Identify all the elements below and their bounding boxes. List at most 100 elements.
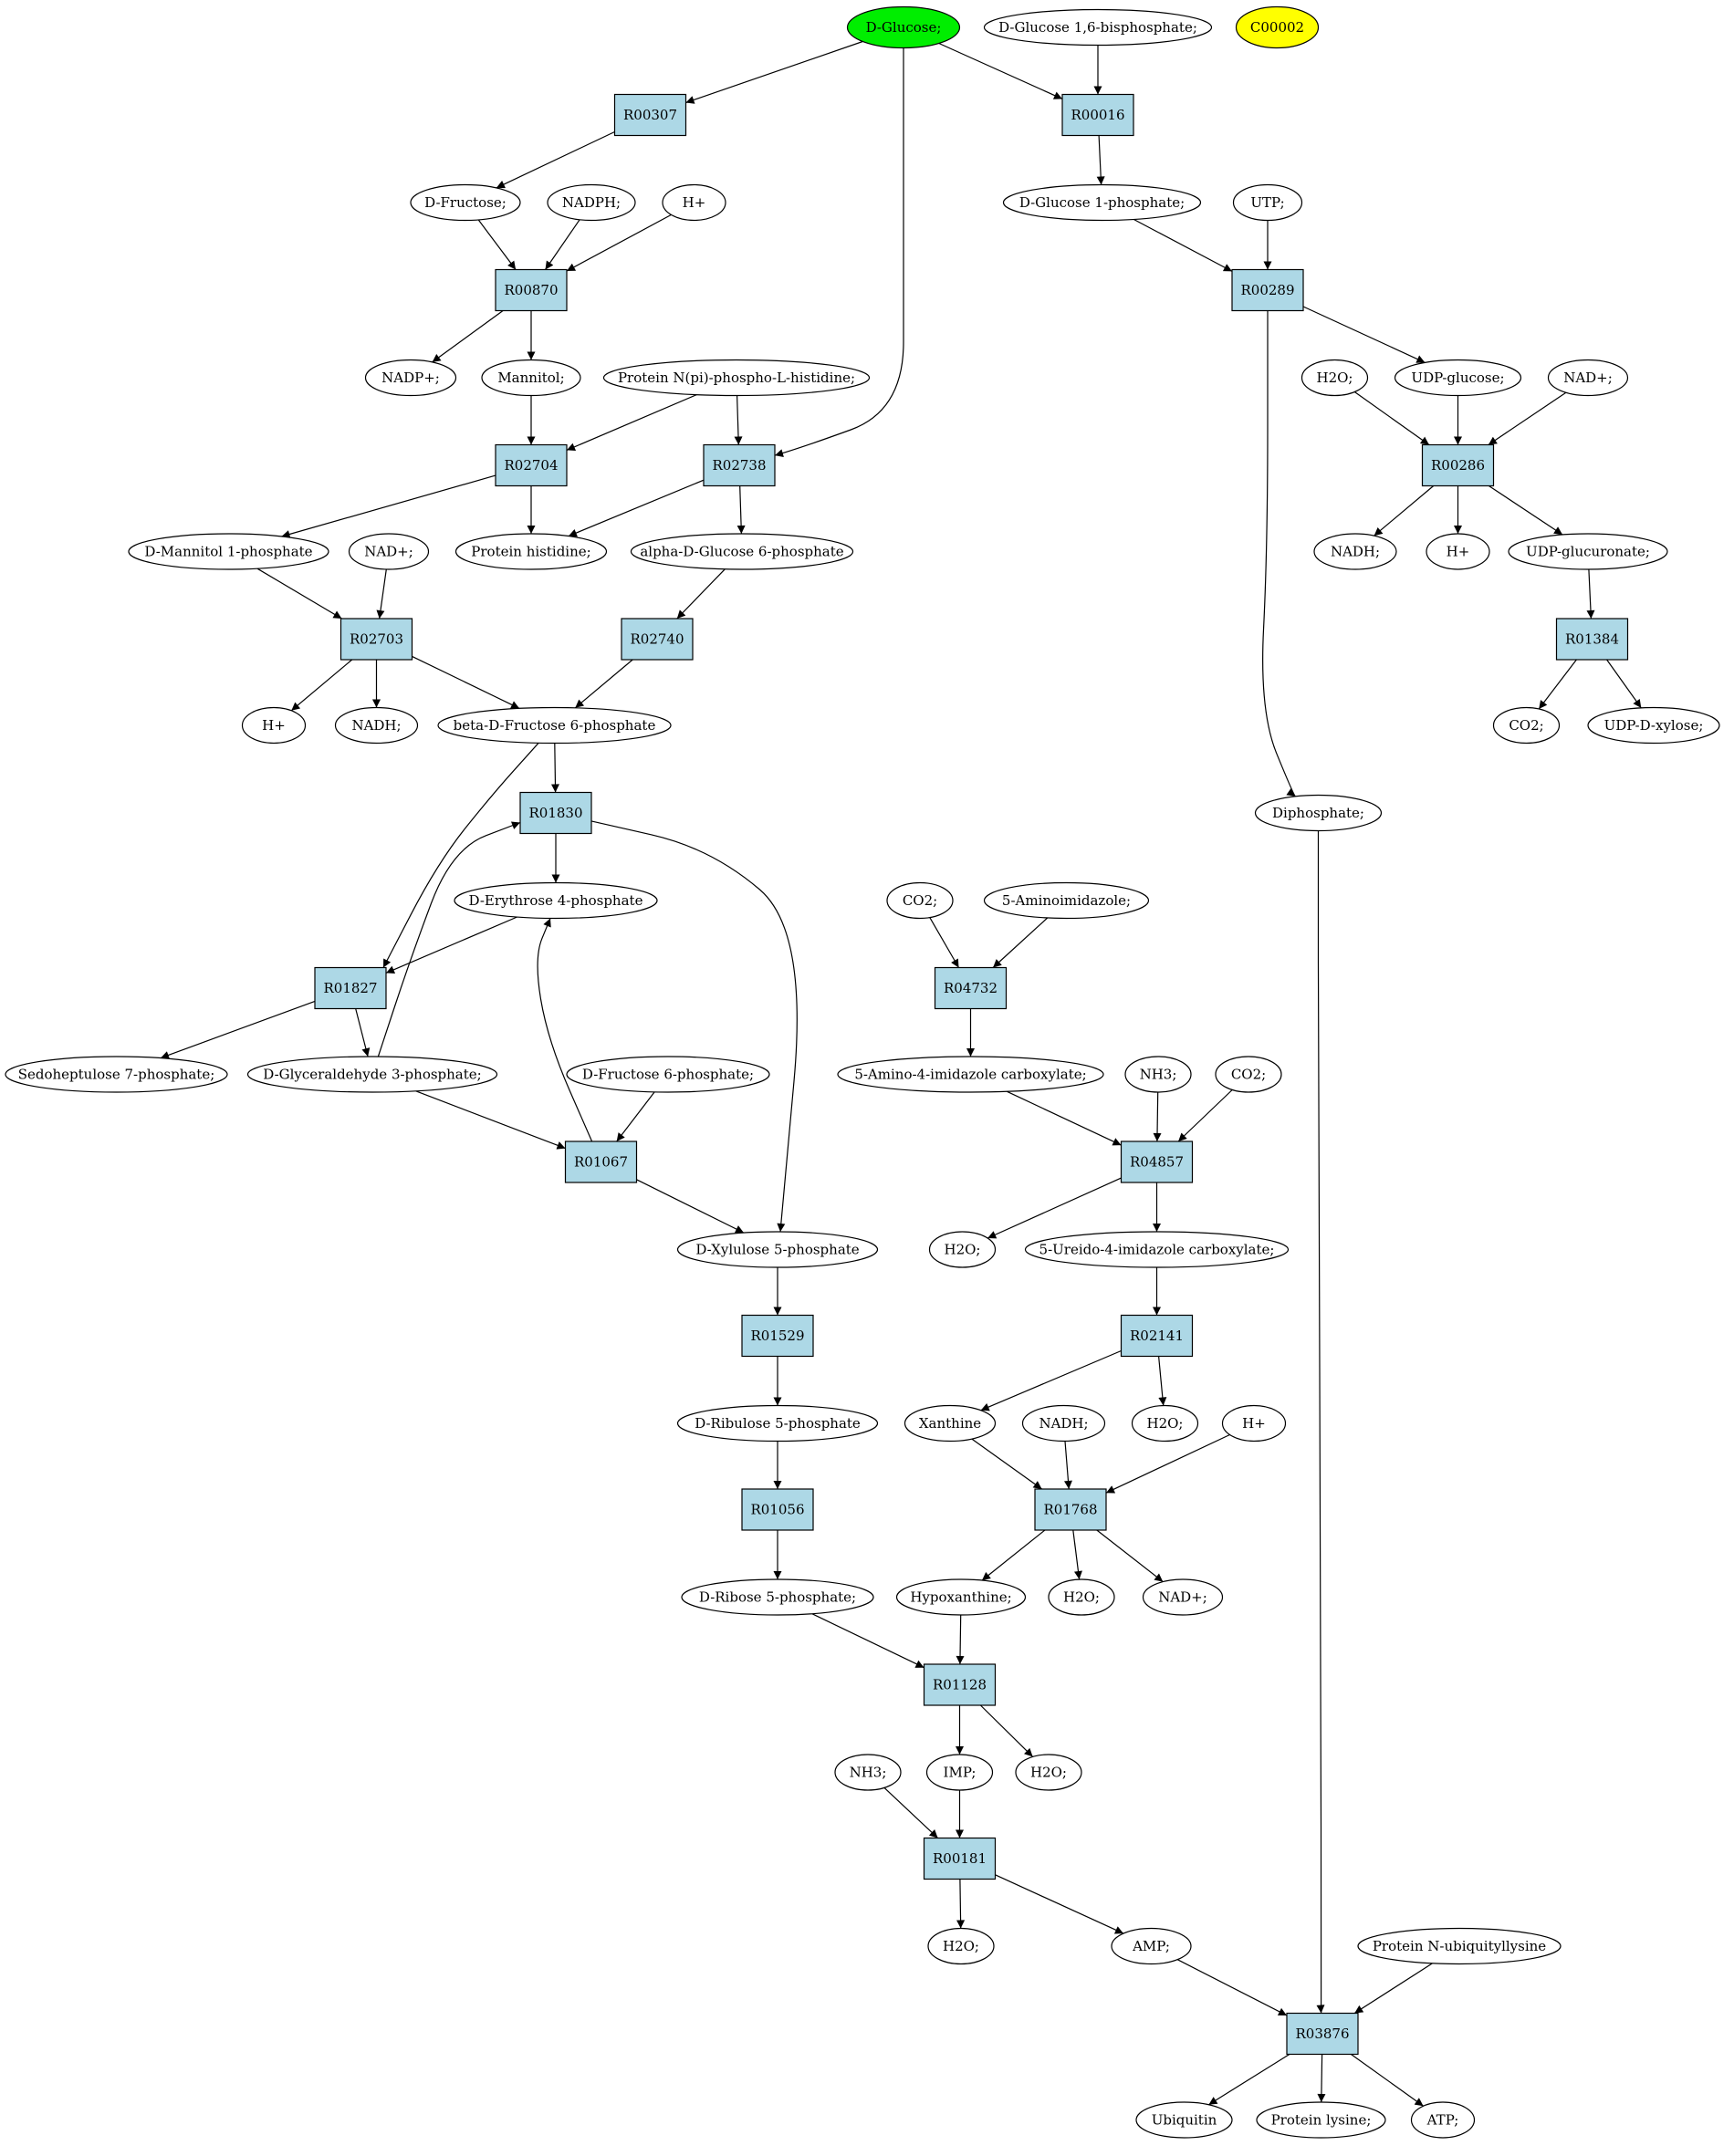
metabolite-node-m_h_4[interactable]: H+ — [1221, 1404, 1287, 1443]
metabolite-node-m_co2_1[interactable]: CO2; — [1492, 706, 1561, 745]
metabolite-ellipse — [1410, 2101, 1476, 2139]
metabolite-node-m_imp[interactable]: IMP; — [925, 1754, 994, 1791]
metabolite-node-m_dg3p[interactable]: D-Glyceraldehyde 3-phosphate; — [246, 1056, 498, 1093]
reaction-node-r_R01384[interactable]: R01384 — [1555, 618, 1629, 661]
metabolite-node-m_h_1[interactable]: H+ — [662, 183, 726, 222]
reaction-node-r_R01128[interactable]: R01128 — [923, 1663, 997, 1706]
metabolite-node-m_mannitol[interactable]: Mannitol; — [481, 359, 581, 397]
metabolite-node-m_dru5p[interactable]: D-Ribulose 5-phosphate — [676, 1404, 879, 1443]
metabolite-node-m_hypoxanthine[interactable]: Hypoxanthine; — [895, 1578, 1027, 1616]
metabolite-ellipse — [454, 881, 658, 920]
metabolite-node-m_nadh_2[interactable]: NADH; — [334, 706, 419, 745]
metabolite-node-m_co2_3[interactable]: CO2; — [1215, 1056, 1282, 1093]
reaction-node-r_R02738[interactable]: R02738 — [703, 443, 776, 487]
reaction-node-r_R02141[interactable]: R02141 — [1120, 1314, 1194, 1358]
metabolite-node-m_h2o_3[interactable]: H2O; — [1131, 1404, 1199, 1443]
metabolite-node-m_uicx[interactable]: 5-Ureido-4-imidazole carboxylate; — [1024, 1231, 1290, 1268]
metabolite-ellipse — [547, 183, 636, 222]
metabolite-node-m_diphosphate[interactable]: Diphosphate; — [1254, 794, 1383, 832]
reaction-node-r_R02740[interactable]: R02740 — [621, 618, 694, 661]
metabolite-node-m_amp[interactable]: AMP; — [1111, 1927, 1192, 1965]
edge-r_R01830-to-m_dx5p — [590, 820, 798, 1233]
metabolite-label: H+ — [683, 194, 706, 211]
metabolite-node-m_nad_3[interactable]: NAD+; — [1142, 1578, 1224, 1616]
metabolite-node-m_nadp[interactable]: NADP+; — [364, 359, 457, 397]
metabolite-ellipse — [410, 183, 521, 222]
metabolite-node-m_df6p[interactable]: D-Fructose 6-phosphate; — [566, 1056, 770, 1093]
metabolite-node-m_h_3[interactable]: H+ — [241, 706, 307, 745]
reaction-label: R00307 — [623, 107, 677, 123]
metabolite-node-m_nh3_2[interactable]: NH3; — [834, 1754, 902, 1791]
metabolite-node-m_proteinlys[interactable]: Protein lysine; — [1256, 2101, 1386, 2139]
metabolite-ellipse — [364, 359, 457, 397]
metabolite-node-m_dglucose[interactable]: D-Glucose; — [846, 5, 961, 49]
metabolite-node-m_nadh_1[interactable]: NADH; — [1313, 533, 1397, 570]
metabolite-node-m_h2o_2[interactable]: H2O; — [928, 1231, 997, 1268]
metabolite-node-m_proteinubq[interactable]: Protein N-ubiquityllysine — [1357, 1927, 1562, 1965]
nodes-layer: D-Glucose; D-Glucose 1,6-bisphosphate; C00… — [5, 5, 1720, 2139]
metabolite-node-m_proteinnpi[interactable]: Protein N(pi)-phospho-L-histidine; — [602, 359, 871, 397]
reaction-node-r_R00181[interactable]: R00181 — [923, 1837, 997, 1880]
metabolite-ellipse — [983, 8, 1213, 47]
reaction-node-r_R04732[interactable]: R04732 — [934, 966, 1008, 1010]
metabolite-node-m_aicx[interactable]: 5-Amino-4-imidazole carboxylate; — [837, 1056, 1104, 1093]
metabolite-node-m_bdf6p[interactable]: beta-D-Fructose 6-phosphate — [437, 706, 672, 745]
metabolite-node-m_h2o_4[interactable]: H2O; — [1048, 1578, 1115, 1616]
metabolite-node-m_h2o_6[interactable]: H2O; — [927, 1927, 995, 1965]
metabolite-ellipse — [676, 1231, 879, 1268]
reaction-box — [564, 1140, 638, 1183]
metabolite-node-m_nad_1[interactable]: NAD+; — [1547, 359, 1629, 397]
metabolite-node-m_proteinhis[interactable]: Protein histidine; — [454, 533, 608, 570]
metabolite-node-m_adg6p[interactable]: alpha-D-Glucose 6-phosphate — [630, 533, 854, 570]
metabolite-node-m_nadh_3[interactable]: NADH; — [1021, 1404, 1106, 1443]
reaction-node-r_R03876[interactable]: R03876 — [1286, 2012, 1359, 2056]
reaction-node-r_R00286[interactable]: R00286 — [1421, 443, 1495, 487]
metabolite-node-m_nadph[interactable]: NADPH; — [547, 183, 636, 222]
metabolite-node-m_dg1p[interactable]: D-Glucose 1-phosphate; — [1002, 183, 1202, 222]
reaction-node-r_R00289[interactable]: R00289 — [1231, 268, 1304, 312]
reaction-node-r_R00870[interactable]: R00870 — [495, 268, 568, 312]
metabolite-ellipse — [1508, 533, 1668, 570]
reaction-node-r_R04857[interactable]: R04857 — [1120, 1140, 1194, 1183]
metabolite-node-m_h2o_5[interactable]: H2O; — [1015, 1754, 1082, 1791]
metabolite-node-m_dx5p[interactable]: D-Xylulose 5-phosphate — [676, 1231, 879, 1268]
metabolite-node-m_atp[interactable]: ATP; — [1410, 2101, 1476, 2139]
metabolite-node-m_aminoimidazole[interactable]: 5-Aminoimidazole; — [983, 881, 1150, 920]
metabolite-node-m_nad_2[interactable]: NAD+; — [348, 533, 430, 570]
reaction-label: R03876 — [1295, 2026, 1349, 2042]
reaction-box — [495, 443, 568, 487]
metabolite-node-m_utp[interactable]: UTP; — [1232, 183, 1303, 222]
reaction-node-r_R01830[interactable]: R01830 — [519, 791, 592, 835]
edge-m_diphosphate-to-r_R03876 — [1316, 830, 1325, 2014]
metabolite-node-m_dg16bp[interactable]: D-Glucose 1,6-bisphosphate; — [983, 8, 1213, 47]
reaction-node-r_R02703[interactable]: R02703 — [339, 618, 413, 661]
metabolite-node-m_nh3_1[interactable]: NH3; — [1124, 1056, 1192, 1093]
metabolite-node-m_de4p[interactable]: D-Erythrose 4-phosphate — [454, 881, 658, 920]
reaction-node-r_R01768[interactable]: R01768 — [1034, 1488, 1107, 1531]
reaction-node-r_R01529[interactable]: R01529 — [741, 1314, 814, 1358]
metabolite-node-m_co2_2[interactable]: CO2; — [886, 881, 954, 920]
reaction-node-r_R02704[interactable]: R02704 — [495, 443, 568, 487]
metabolite-node-m_xanthine[interactable]: Xanthine — [904, 1404, 997, 1443]
metabolite-node-m_udpxylose[interactable]: UDP-D-xylose; — [1587, 706, 1720, 745]
metabolite-node-m_h2o_1[interactable]: H2O; — [1300, 359, 1369, 397]
metabolite-node-m_ubiquitin[interactable]: Ubiquitin — [1135, 2101, 1233, 2139]
metabolite-node-m_dr5p[interactable]: D-Ribose 5-phosphate; — [681, 1578, 874, 1616]
metabolite-node-m_c00002[interactable]: C00002 — [1235, 5, 1320, 49]
reaction-node-r_R00016[interactable]: R00016 — [1061, 93, 1134, 137]
reaction-box — [613, 93, 687, 137]
metabolite-label: H2O; — [943, 1938, 979, 1954]
metabolite-node-m_h_2[interactable]: H+ — [1426, 533, 1490, 570]
metabolite-node-m_udpglucose[interactable]: UDP-glucose; — [1394, 359, 1522, 397]
metabolite-node-m_dm1p[interactable]: D-Mannitol 1-phosphate — [128, 533, 329, 570]
reaction-node-r_R01067[interactable]: R01067 — [564, 1140, 638, 1183]
reaction-node-r_R01056[interactable]: R01056 — [741, 1488, 814, 1531]
edges-layer — [160, 40, 1642, 2107]
metabolite-ellipse — [437, 706, 672, 745]
edge-r_R03876-to-m_atp — [1351, 2054, 1424, 2107]
reaction-node-r_R01827[interactable]: R01827 — [314, 966, 387, 1010]
metabolite-node-m_dfructose[interactable]: D-Fructose; — [410, 183, 521, 222]
metabolite-node-m_s7p[interactable]: Sedoheptulose 7-phosphate; — [5, 1056, 228, 1093]
reaction-node-r_R00307[interactable]: R00307 — [613, 93, 687, 137]
metabolite-node-m_udpglucuronate[interactable]: UDP-glucuronate; — [1508, 533, 1668, 570]
